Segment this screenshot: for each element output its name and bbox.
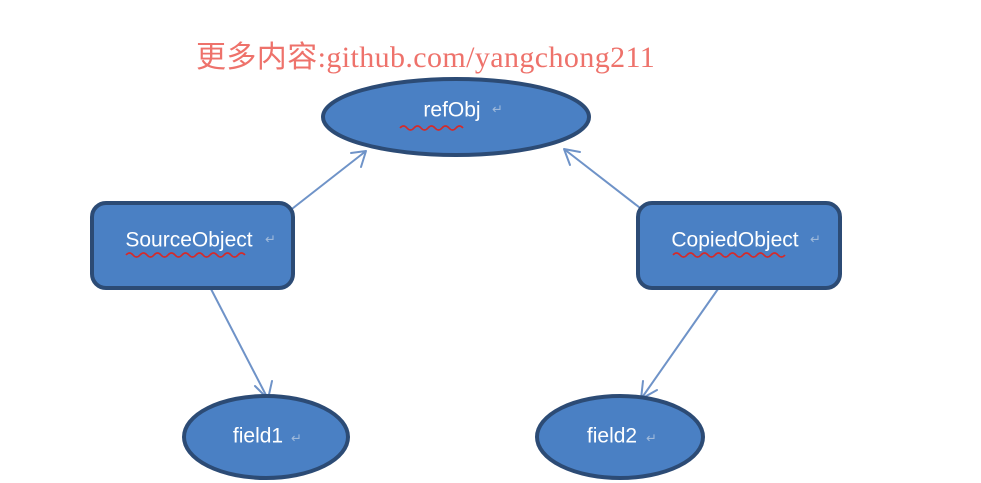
ref-obj-label: refObj xyxy=(423,99,480,122)
ref-obj-pilcrow-icon: ↵ xyxy=(492,101,503,116)
field2-pilcrow-icon: ↵ xyxy=(646,430,657,445)
source-object-label: SourceObject xyxy=(125,229,252,252)
field2-ellipse[interactable] xyxy=(535,394,705,480)
copied-object-rect[interactable] xyxy=(636,201,842,290)
nodes-layer: refObj ↵ SourceObject ↵ CopiedObject ↵ xyxy=(90,77,842,480)
spellcheck-underline-icon xyxy=(399,125,464,131)
edge-line xyxy=(287,150,367,213)
edge-line xyxy=(563,148,645,212)
copied-object-pilcrow-icon: ↵ xyxy=(810,231,821,246)
node-field1[interactable]: field1 ↵ xyxy=(182,394,350,480)
node-copied-object[interactable]: CopiedObject ↵ xyxy=(636,201,842,290)
spellcheck-underline-icon xyxy=(125,252,246,258)
watermark-text: 更多内容:github.com/yangchong211 xyxy=(196,41,655,74)
node-source-object[interactable]: SourceObject ↵ xyxy=(90,201,295,290)
edge-source-to-refobj xyxy=(287,150,367,213)
source-object-rect[interactable] xyxy=(90,201,295,290)
copied-object-label: CopiedObject xyxy=(671,229,798,252)
spellcheck-underline-icon xyxy=(672,252,786,258)
field2-label: field2 xyxy=(587,425,637,448)
source-object-pilcrow-icon: ↵ xyxy=(265,231,276,246)
node-field2[interactable]: field2 ↵ xyxy=(535,394,705,480)
field1-ellipse[interactable] xyxy=(182,394,350,480)
edge-copied-to-refobj xyxy=(563,148,645,212)
node-ref-obj[interactable]: refObj ↵ xyxy=(321,77,591,157)
ref-obj-ellipse[interactable] xyxy=(321,77,591,157)
field1-label: field1 xyxy=(233,425,283,448)
arrowhead-icon xyxy=(563,148,581,166)
edge-line xyxy=(210,288,269,400)
edge-line xyxy=(640,288,719,400)
field1-pilcrow-icon: ↵ xyxy=(291,430,302,445)
arrowhead-icon xyxy=(350,150,367,168)
